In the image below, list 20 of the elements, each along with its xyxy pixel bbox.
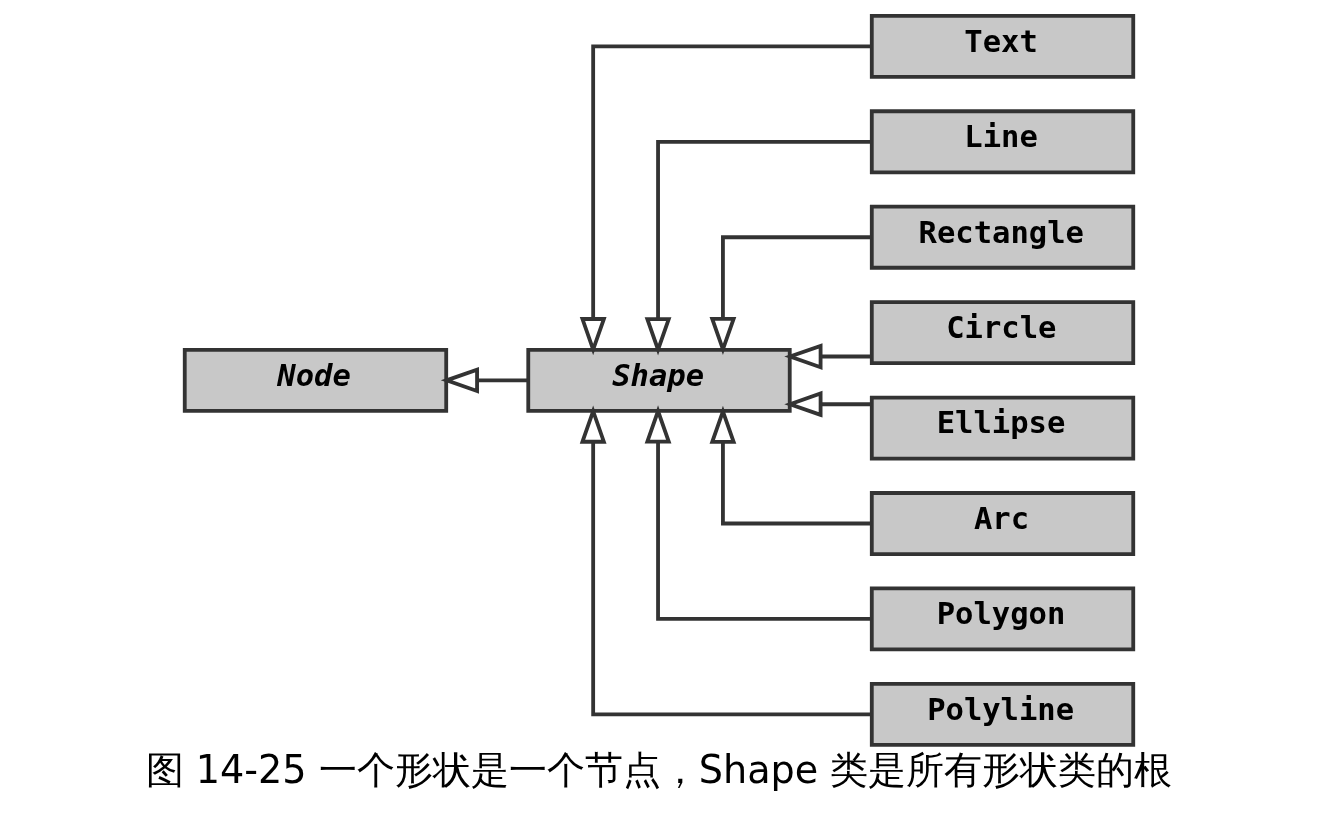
- node-box: Polygon: [869, 586, 1136, 652]
- arrow: [644, 405, 872, 621]
- arrow: [579, 44, 872, 356]
- node-box: Text: [869, 13, 1136, 79]
- node-box: Rectangle: [869, 204, 1136, 270]
- node-box: Arc: [869, 491, 1136, 556]
- node-box: Ellipse: [869, 395, 1136, 461]
- node-box: Polyline: [869, 681, 1136, 747]
- arrow: [644, 139, 872, 356]
- node-box: Shape: [526, 347, 792, 413]
- arrow: [579, 405, 872, 717]
- arrow: [784, 390, 872, 418]
- node-box: Node: [182, 347, 449, 413]
- node-box: Circle: [869, 300, 1136, 366]
- arrow: [709, 405, 872, 526]
- node-box: Line: [869, 109, 1136, 175]
- arrow: [709, 235, 872, 356]
- caption: 图 14-25 一个形状是一个节点，Shape 类是所有形状类的根: [145, 748, 1173, 793]
- arrow: [440, 367, 529, 394]
- arrow: [784, 343, 872, 370]
